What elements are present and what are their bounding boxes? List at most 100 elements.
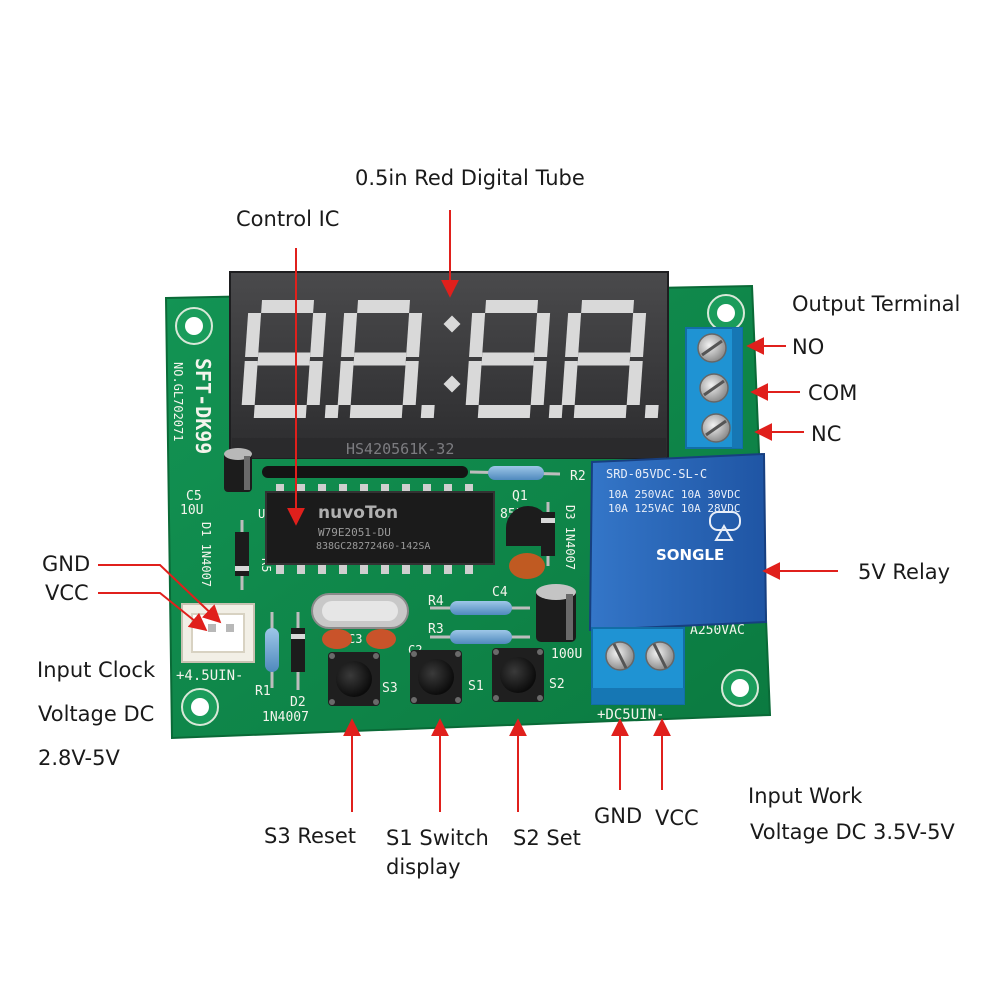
digit-2-segment (402, 361, 419, 405)
label-digital-tube: 0.5in Red Digital Tube (355, 166, 585, 190)
arrow-gnd-left (98, 564, 222, 624)
relay-side-silk: A250VAC (690, 623, 745, 638)
control-ic: nuvoTon W79E2051-DU 838GC28272460-142SA (262, 466, 495, 574)
s1-silk: S1 (468, 679, 484, 694)
label-input-work-line1: Input Work (748, 784, 863, 808)
digit-4-segment (577, 352, 631, 366)
ic-part: W79E2051-DU (318, 526, 391, 539)
ic-pin (402, 562, 410, 574)
crystal-oscillator (311, 593, 409, 629)
relay-5v: SRD-05VDC-SL-C 10A 250VAC 10A 30VDC 10A … (588, 452, 768, 632)
diode-d1 (235, 520, 249, 590)
relay-rating-1: 10A 250VAC 10A 30VDC (608, 488, 740, 501)
screw-gnd[interactable] (605, 641, 635, 671)
ic-pin (360, 562, 368, 574)
digit-4-segment (581, 300, 635, 313)
label-vcc-bottom: VCC (655, 806, 699, 830)
digit-4-segment (561, 361, 578, 405)
label-input-clock-line3: 2.8V-5V (38, 746, 120, 770)
ic-pin (402, 484, 410, 496)
relay-brand: SONGLE (656, 546, 724, 564)
digit-3-segment (481, 352, 535, 366)
label-no: NO (792, 335, 825, 359)
digit-1-segment (245, 313, 262, 357)
digit-4-segment (565, 313, 582, 357)
c4-value-silk: 100U (551, 647, 582, 662)
ceramic-capacitor-c3 (322, 629, 352, 649)
c3-silk: C3 (348, 632, 362, 646)
relay-certification-marks (709, 511, 741, 541)
mounting-hole (707, 294, 745, 332)
screw-nc[interactable] (701, 413, 731, 443)
d2-part-silk: 1N4007 (262, 710, 309, 725)
ic-pin (339, 484, 347, 496)
button-s1-switch-display[interactable] (410, 650, 462, 704)
digit-2-dot (420, 405, 435, 418)
ic-code: 838GC28272460-142SA (316, 541, 430, 552)
d3-silk: D3 1N4007 (563, 505, 577, 570)
r3-silk: R3 (428, 622, 444, 637)
screw-vcc[interactable] (645, 641, 675, 671)
ic-pin (465, 562, 473, 574)
label-input-clock-line2: Voltage DC (38, 702, 155, 726)
mounting-hole (175, 307, 213, 345)
ic-pin (318, 562, 326, 574)
display-part-code: HS420561K-32 (346, 440, 454, 458)
button-s2-set[interactable] (492, 648, 544, 702)
digit-3-segment (530, 361, 547, 405)
diode-d2 (291, 612, 305, 690)
digit-1-segment (261, 300, 315, 313)
digit-1-segment (306, 361, 323, 405)
c4-silk: C4 (492, 585, 508, 600)
label-vcc-left: VCC (45, 581, 89, 605)
label-gnd-bottom: GND (594, 804, 643, 828)
ic-pin (318, 484, 326, 496)
q1-silk: Q1 (512, 489, 528, 504)
ic-pin (360, 484, 368, 496)
diode-d1-silk: D1 1N4007 (199, 522, 213, 587)
ic-pin (423, 484, 431, 496)
seven-segment-digits (241, 300, 659, 418)
capacitor-c5 (224, 448, 252, 492)
digit-4-segment (573, 405, 627, 418)
ic-pin (381, 484, 389, 496)
label-nc: NC (811, 422, 842, 446)
digit-3-segment (469, 313, 486, 357)
digit-3-segment (465, 361, 482, 405)
ic-pin (423, 562, 431, 574)
screw-com[interactable] (699, 373, 729, 403)
digit-2-segment (406, 313, 423, 357)
resistor-r2 (469, 466, 561, 480)
d2-silk: D2 (290, 695, 306, 710)
ic-pin (297, 484, 305, 496)
ic-pin (339, 562, 347, 574)
ic-pin (444, 484, 452, 496)
ic-brand: nuvoTon (318, 503, 398, 523)
ic-pin (444, 562, 452, 574)
digit-2-segment (353, 352, 407, 366)
digit-3-segment (477, 405, 531, 418)
digit-1-segment (253, 405, 307, 418)
button-s3-reset[interactable] (328, 652, 380, 706)
label-control-ic: Control IC (236, 207, 340, 231)
resistor-r4 (430, 601, 530, 615)
screw-no[interactable] (697, 333, 727, 363)
label-s3-reset: S3 Reset (264, 824, 357, 848)
arrow-vcc-left (98, 592, 208, 632)
digit-2-segment (357, 300, 411, 313)
diode-d3 (541, 502, 555, 566)
digit-4-dot (644, 405, 659, 418)
label-s1-line2: display (386, 855, 461, 879)
ceramic-capacitor-c2 (366, 629, 396, 649)
ceramic-capacitor (509, 553, 545, 579)
s3-silk: S3 (382, 681, 398, 696)
ic-pin (465, 484, 473, 496)
ic-pin (297, 562, 305, 574)
board-model-silk: SFT-DK99 (191, 358, 215, 454)
label-gnd-left: GND (42, 552, 91, 576)
cap-c5-value-silk: 10U (180, 503, 203, 518)
ic-pin (381, 562, 389, 574)
r4-silk: R4 (428, 594, 444, 609)
digit-3-dot (548, 405, 563, 418)
label-com: COM (808, 381, 858, 405)
